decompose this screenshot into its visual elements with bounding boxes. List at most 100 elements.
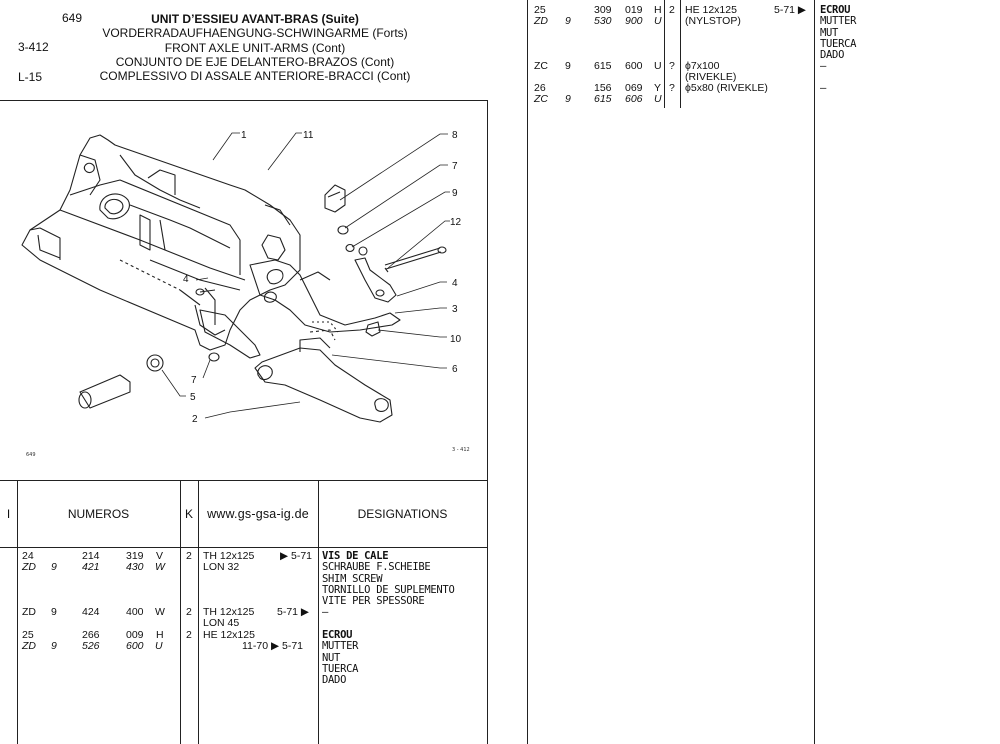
callout-label: 9 xyxy=(452,188,458,199)
callout-label: 2 xyxy=(192,414,198,425)
part-group: 9 xyxy=(565,93,571,105)
designation-italian: VITE PER SPESSORE xyxy=(322,595,425,608)
designation-english: MUT xyxy=(820,26,839,39)
part-spec: LON 45 xyxy=(203,617,240,629)
diagram-corner-label: 649 xyxy=(26,452,36,458)
part-spec: ϕ7x100 xyxy=(685,60,720,72)
designation-dash: – xyxy=(322,606,329,618)
part-number-b: 009 xyxy=(126,629,144,641)
diagram-frame xyxy=(0,100,488,480)
part-code: W xyxy=(155,606,165,618)
part-number-b: 606 xyxy=(625,93,643,105)
part-quantity: ? xyxy=(669,60,675,72)
callout-label: 4 xyxy=(183,274,189,285)
title-english: FRONT AXLE UNIT-ARMS (Cont) xyxy=(164,40,346,55)
callout-label: 6 xyxy=(452,364,458,375)
part-code: H xyxy=(156,629,164,641)
callout-label: 10 xyxy=(450,334,462,345)
callout-label: 7 xyxy=(191,375,197,386)
part-number-a: 526 xyxy=(82,640,100,652)
website-url: www.gs-gsa-ig.de xyxy=(207,507,309,521)
part-code: U xyxy=(155,640,163,652)
part-spec: ϕ5x80 (RIVEKLE) xyxy=(685,82,768,94)
parts-table-left: I NUMEROS K www.gs-gsa-ig.de DESIGNATION… xyxy=(0,480,488,744)
column-header-numeros: NUMEROS xyxy=(67,507,130,521)
column-header-designations: DESIGNATIONS xyxy=(357,507,448,521)
part-number-b: 319 xyxy=(126,550,144,562)
part-spec-note: (NYLSTOP) xyxy=(685,15,741,27)
part-number-b: 430 xyxy=(126,561,144,573)
part-date: 5-71 ▶ xyxy=(277,606,310,618)
part-number-b: 069 xyxy=(625,82,643,94)
part-code: U xyxy=(654,93,662,105)
part-number-a: 615 xyxy=(594,60,612,72)
part-spec: HE 12x125 xyxy=(203,629,255,641)
part-number-a: 214 xyxy=(82,550,100,562)
part-code: Y xyxy=(654,82,662,94)
callout-label: 4 xyxy=(452,278,458,289)
title-italian: COMPLESSIVO DI ASSALE ANTERIORE-BRACCI (… xyxy=(99,69,411,84)
column-header-i: I xyxy=(6,507,11,521)
page-titles: UNIT D’ESSIEU AVANT-BRAS (Suite) VORDERR… xyxy=(98,12,412,83)
part-spec: HE 12x125 xyxy=(685,4,737,16)
designation-block: ECROU MUTTER MUT TUERCA DADO xyxy=(820,4,857,62)
part-spec: LON 32 xyxy=(203,561,240,573)
designation-german: SCHRAUBE F.SCHEIBE xyxy=(322,561,431,574)
title-french: UNIT D’ESSIEU AVANT-BRAS (Suite) xyxy=(151,12,359,26)
callout-label: 11 xyxy=(303,130,314,141)
designation-italian: DADO xyxy=(322,674,347,687)
designation-block: ECROU MUTTER NUT TUERCA DADO xyxy=(322,629,359,687)
designation-italian: DADO xyxy=(820,49,845,62)
part-spec-note: (RIVEKLE) xyxy=(685,71,737,83)
part-prefix: ZC xyxy=(534,93,548,105)
callout-label: 7 xyxy=(452,161,458,172)
part-spec: TH 12x125 xyxy=(203,550,255,562)
part-code: H xyxy=(654,4,662,16)
part-prefix: ZD xyxy=(22,640,36,652)
part-number-b: 019 xyxy=(625,4,643,16)
part-number-b: 400 xyxy=(126,606,144,618)
title-german: VORDERRADAUFHAENGUNG-SCHWINGARME (Forts) xyxy=(102,26,408,41)
part-prefix: ZD xyxy=(22,606,36,618)
part-prefix: 25 xyxy=(22,629,34,641)
callout-label: 8 xyxy=(452,130,458,141)
exploded-parts-diagram: 1 11 8 7 9 12 4 3 10 6 4 7 5 2 xyxy=(21,130,462,425)
part-date: 11-70 ▶ 5-71 xyxy=(242,640,304,652)
part-number-b: 600 xyxy=(126,640,144,652)
part-prefix: 24 xyxy=(22,550,34,562)
designation-dash: – xyxy=(820,82,827,94)
part-quantity: 2 xyxy=(186,629,192,641)
designation-french: ECROU xyxy=(820,4,851,16)
designation-spanish: TUERCA xyxy=(820,37,857,50)
callout-label: 3 xyxy=(452,304,458,315)
part-number-a: 266 xyxy=(82,629,100,641)
part-quantity: 2 xyxy=(669,4,675,16)
part-date: 5-71 ▶ xyxy=(774,4,807,16)
designation-block: VIS DE CALE SCHRAUBE F.SCHEIBE SHIM SCRE… xyxy=(322,550,455,608)
part-spec: TH 12x125 xyxy=(203,606,255,618)
part-number-a: 156 xyxy=(594,82,612,94)
part-number-a: 615 xyxy=(594,93,612,105)
page-number: 649 xyxy=(62,11,83,25)
part-number-a: 530 xyxy=(594,15,612,27)
part-code: V xyxy=(156,550,164,562)
designation-spanish: TORNILLO DE SUPLEMENTO xyxy=(322,583,455,596)
part-group: 9 xyxy=(565,60,571,72)
part-group: 9 xyxy=(51,561,57,573)
part-code: U xyxy=(654,15,662,27)
diagram-corner-label: 3 - 412 xyxy=(452,447,470,453)
part-prefix: 25 xyxy=(534,4,546,16)
designation-german: MUTTER xyxy=(322,640,359,653)
part-prefix: 26 xyxy=(534,82,546,94)
part-prefix: ZC xyxy=(534,60,548,72)
callout-label: 1 xyxy=(241,130,247,141)
designation-french: VIS DE CALE xyxy=(322,550,389,562)
part-number-b: 600 xyxy=(625,60,643,72)
callout-label: 12 xyxy=(450,217,462,228)
part-number-a: 424 xyxy=(82,606,100,618)
column-header-k: K xyxy=(184,507,193,521)
part-date: ▶ 5-71 xyxy=(280,550,313,562)
part-prefix: ZD xyxy=(534,15,548,27)
part-code: U xyxy=(654,60,662,72)
designation-spanish: TUERCA xyxy=(322,662,359,675)
